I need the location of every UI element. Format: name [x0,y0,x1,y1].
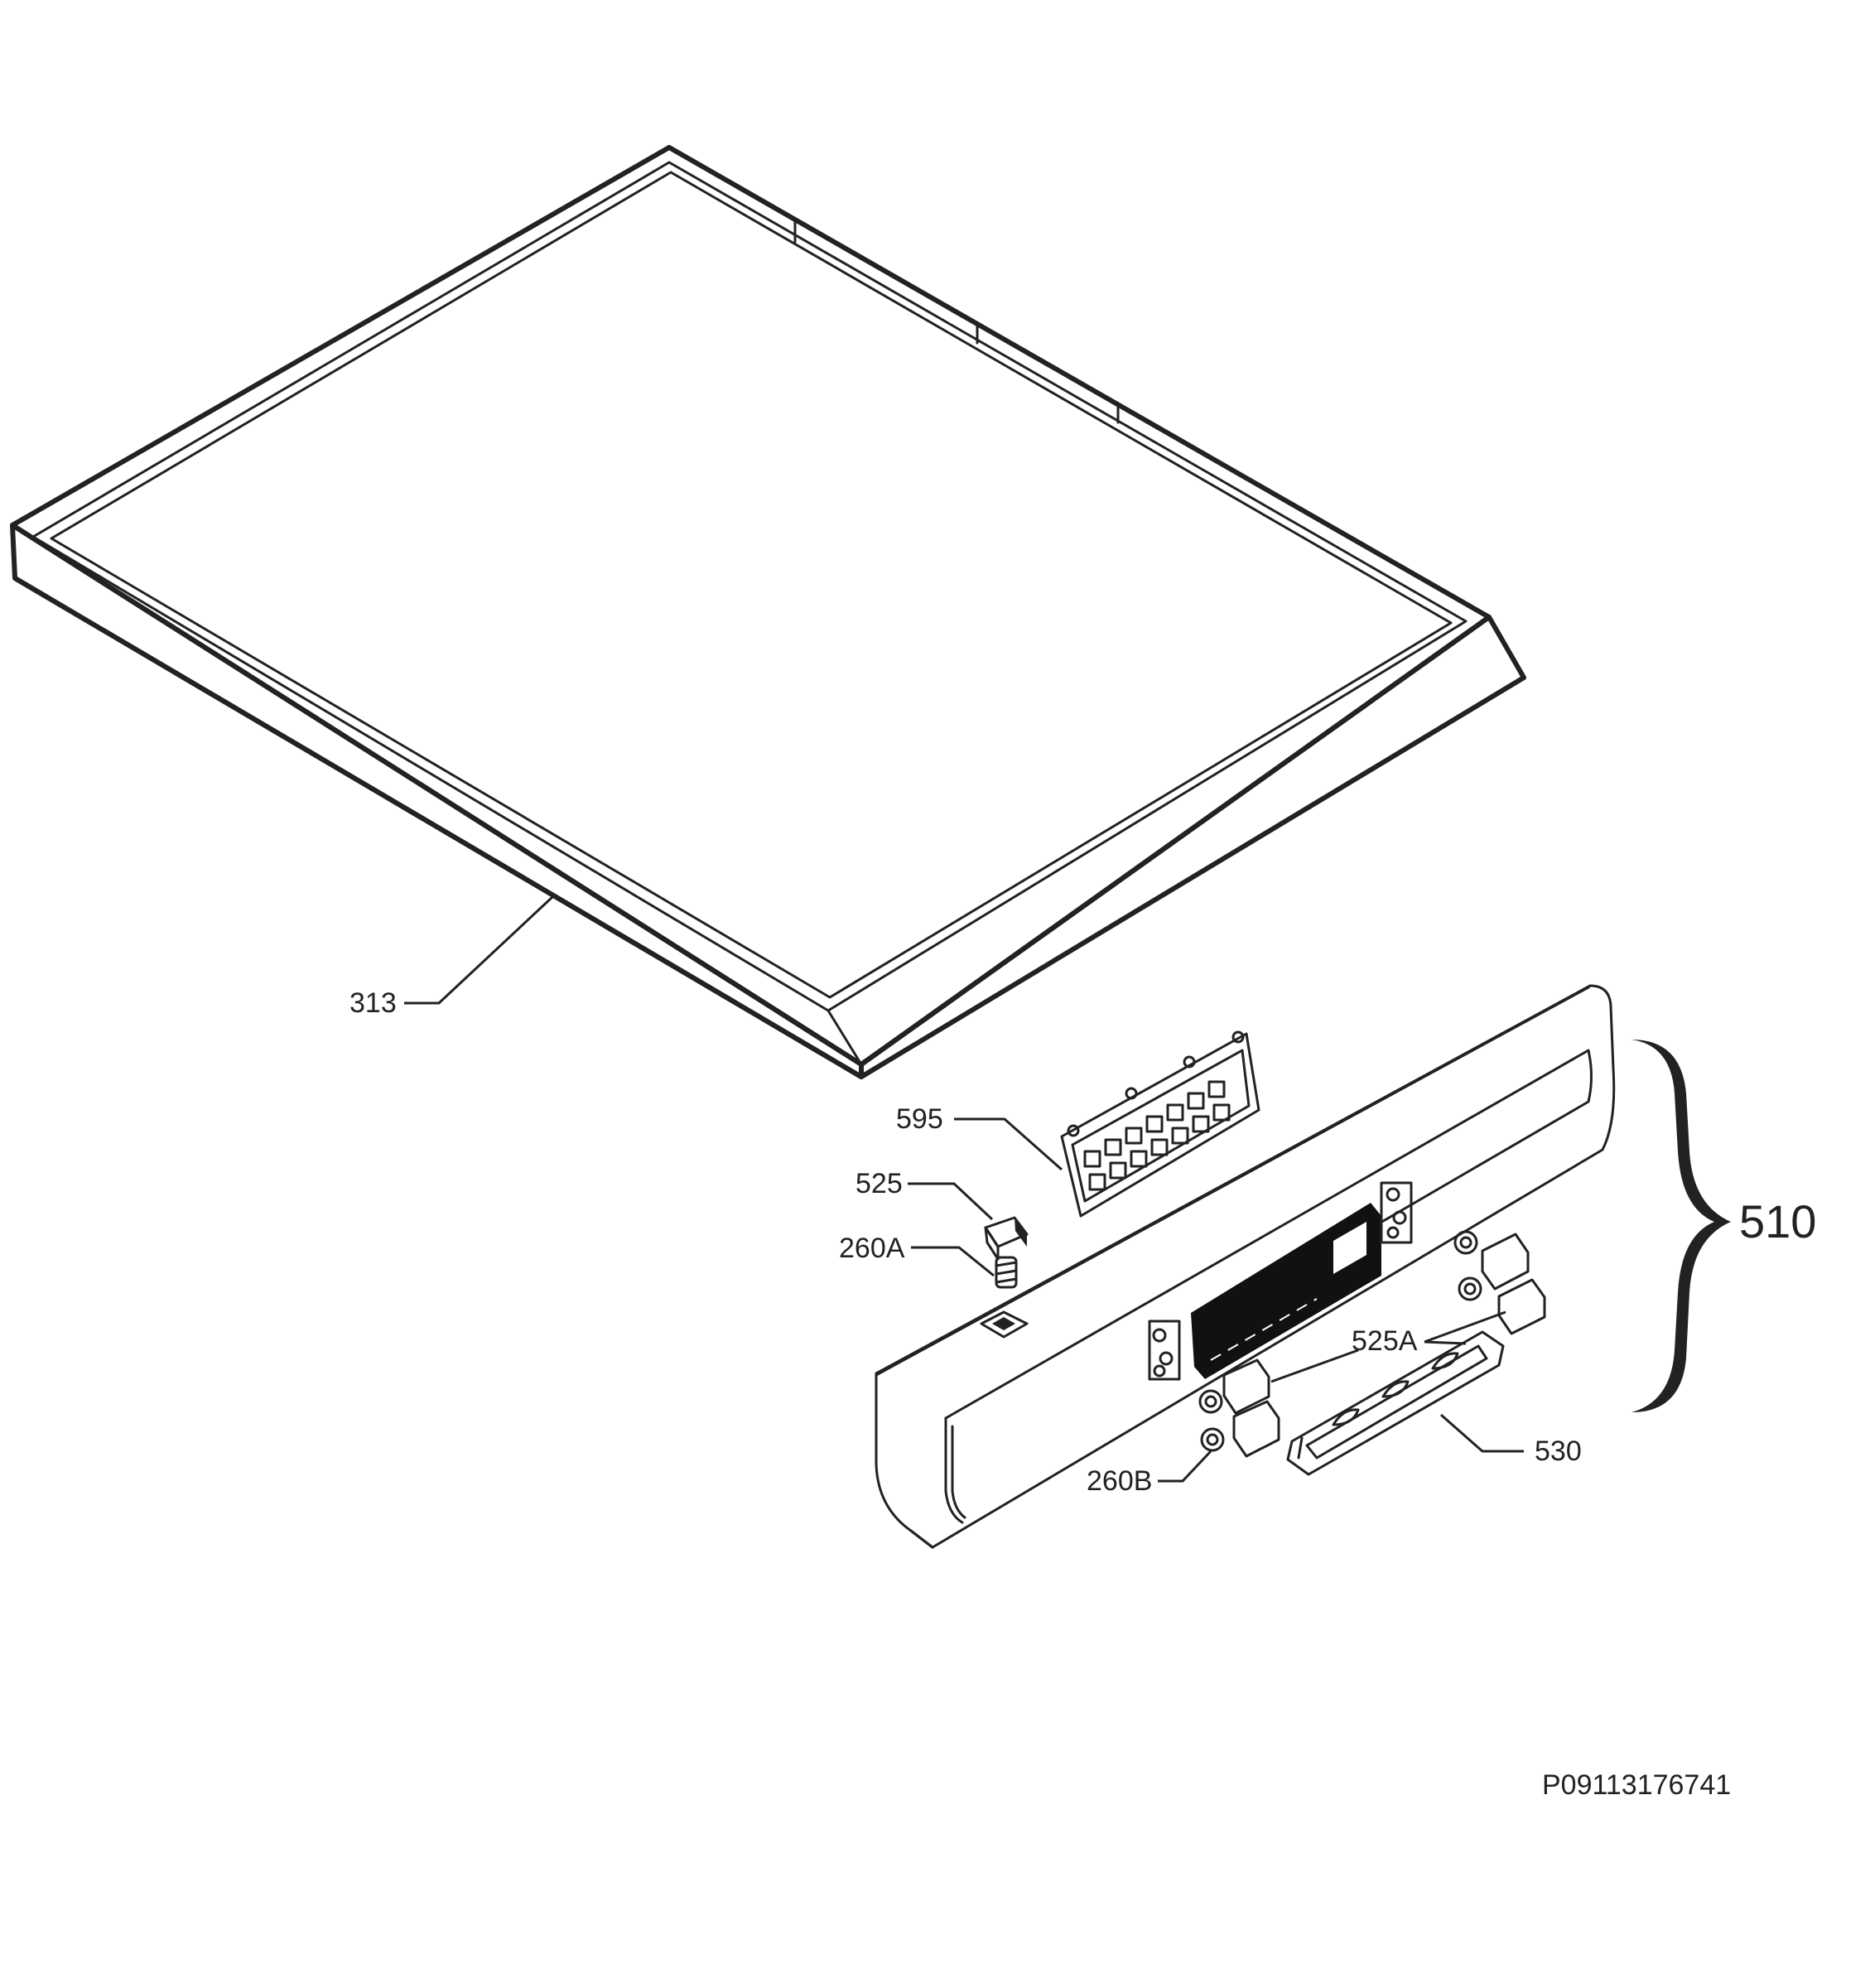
callout-530-label: 530 [1535,1436,1582,1467]
callout-525: 525 [855,1168,994,1221]
callout-260b: 260B [1087,1450,1212,1497]
callout-260b-label: 260B [1087,1465,1152,1497]
spring-260a-part [995,1256,1018,1289]
callout-260a-label: 260A [839,1233,905,1264]
circuit-board-part [1060,1030,1260,1218]
control-panel-part [875,984,1616,1549]
display-window [1148,1181,1413,1381]
bracket-530-part [1286,1330,1505,1476]
top-cover-part [10,145,1526,1079]
assembly-brace-510: 510 [1631,1040,1816,1412]
document-code: P09113176741 [1542,1769,1731,1801]
callout-525-label: 525 [855,1168,903,1199]
callout-260a: 260A [839,1233,995,1277]
indicator-lens [980,1310,1029,1339]
callout-530: 530 [1440,1413,1582,1467]
callout-525a-label: 525A [1352,1325,1418,1357]
button-525-part [984,1216,1029,1261]
callout-313-label: 313 [349,987,397,1019]
callout-595: 595 [896,1103,1063,1171]
callout-595-label: 595 [896,1103,943,1135]
callout-313: 313 [349,895,555,1019]
callout-510-label: 510 [1739,1195,1816,1247]
knob-buttons-right [1453,1230,1546,1335]
knob-buttons-left [1198,1358,1280,1458]
callout-525a: 525A [1270,1310,1506,1383]
